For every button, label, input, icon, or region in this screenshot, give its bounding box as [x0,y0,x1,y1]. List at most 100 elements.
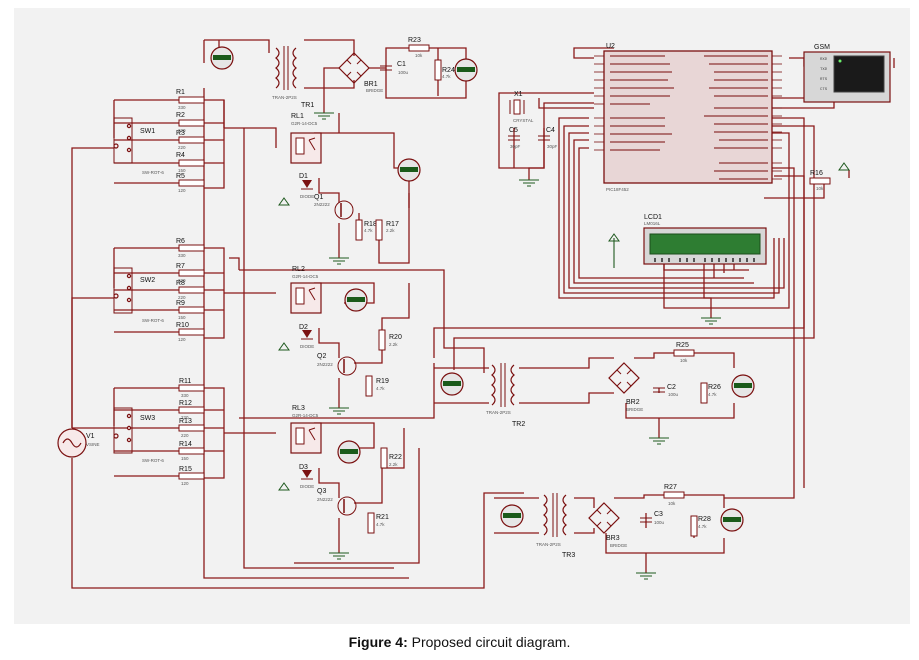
r4-label: R4 [176,152,185,159]
r21-value: 4.7k [376,522,385,527]
r17-value: 2.2k [386,228,395,233]
r20-value: 2.2k [389,342,398,347]
c2-value: 100u [668,392,679,397]
voltmeter-1 [210,46,234,70]
c5-capacitor: C5 30pF [508,127,521,149]
x1-crystal: X1 CRYSTAL [509,91,534,123]
q2-part: 2N2222 [317,362,333,367]
d3-diode: D3 DIODE [299,464,314,489]
v1-part: VSINE [86,442,100,447]
q2-transistor: Q2 2N2222 [317,353,357,376]
br3-part: BRIDGE [610,543,627,548]
q2-label: Q2 [317,353,326,360]
sw3-label: SW3 [140,415,155,422]
v1-sine-source: V1 VSINE [57,428,100,458]
r4-value: 150 [178,168,186,173]
r26-value: 4.7k [708,392,717,397]
d3-label: D3 [299,464,308,471]
r15-value: 120 [181,481,189,486]
lcd1-label: LCD1 [644,214,662,221]
q1-transistor: Q1 2N2222 [314,194,354,220]
rl1-label: RL1 [291,113,304,120]
c5-label: C5 [509,127,518,134]
tr1-label: TR1 [301,102,314,109]
gsm-pin-rxd: RXD [820,58,828,62]
r13-label: R13 [179,418,192,425]
r9-label: R9 [176,300,185,307]
r14-label: R14 [179,441,192,448]
c3-label: C3 [654,511,663,518]
br3-label: BR3 [606,535,620,542]
c4-value: 30pF [547,144,558,149]
r25-value: 10k [680,358,688,363]
br2-bridge-rectifier: BR2 BRIDGE [608,362,643,412]
r21-label: R21 [376,514,389,521]
r25-resistor: R25 10k [673,342,695,363]
r1-value: 330 [178,105,186,110]
q1-part: 2N2222 [314,202,330,207]
r6-label: R6 [176,238,185,245]
r27-resistor: R27 10k [663,484,685,506]
u2-part: PIC18F452 [606,187,629,192]
voltmeter-8 [500,504,524,528]
c3-value: 100u [654,520,665,525]
br1-bridge-rectifier: BR1 BRIDGE [338,52,383,93]
r2-label: R2 [176,112,185,119]
u2-label: U2 [606,43,615,50]
rl2-part: G2R-14-DC5 [292,274,319,279]
br1-label: BR1 [364,81,378,88]
r3-value: 220 [178,145,186,150]
rl3-part: G2R-14-DC5 [292,413,319,418]
q1-label: Q1 [314,194,323,201]
tr3-transformer: TRAN-2P2S TR3 [536,493,575,559]
voltmeter-4 [344,288,368,312]
q3-part: 2N2222 [317,497,333,502]
d2-diode: D2 DIODE [299,324,314,349]
br2-part: BRIDGE [626,407,643,412]
schematic-canvas: V1 VSINE SW1 SW-ROT-6 SW2 SW-ROT-6 SW3 S… [14,8,910,624]
r24-resistor: R24 4.7k [434,59,455,81]
voltmeter-9 [720,508,744,532]
voltmeter-7 [731,374,755,398]
q3-transistor: Q3 2N2222 [317,488,357,516]
figure-caption: Figure 4: Proposed circuit diagram. [0,634,919,650]
d2-part: DIODE [300,344,314,349]
d2-label: D2 [299,324,308,331]
gsm-pin-rts: RTS [820,78,828,82]
r23-value: 10k [415,53,423,58]
r8-value: 220 [178,295,186,300]
lcd1-display: LCD1 LM016L [643,214,767,265]
br2-label: BR2 [626,399,640,406]
c5-value: 30pF [510,144,521,149]
br3-bridge-rectifier: BR3 BRIDGE [588,502,627,548]
sw3-rotary-switch: SW3 SW-ROT-6 [113,407,164,463]
r1-label: R1 [176,89,185,96]
tr3-label: TR3 [562,552,575,559]
resistor-bank-1: R1 330 R2 220 R3 220 R4 150 R5 120 [176,89,205,193]
r11-label: R11 [179,378,191,385]
gsm-label: GSM [814,44,830,51]
sw3-part: SW-ROT-6 [142,458,164,463]
r19-value: 4.7k [376,386,385,391]
d1-part: DIODE [300,194,314,199]
c1-value: 100u [398,70,409,75]
caption-text: Proposed circuit diagram. [411,634,571,650]
r19-label: R19 [376,378,389,385]
tr1-part: TRAN-2P2S [272,95,297,100]
sw1-rotary-switch: SW1 SW-ROT-6 [113,117,164,175]
sw1-label: SW1 [140,128,155,135]
r9-value: 150 [178,315,186,320]
r7-label: R7 [176,263,185,270]
r23-label: R23 [408,37,421,44]
r10-label: R10 [176,322,189,329]
ground-symbols [278,112,721,580]
sw2-part: SW-ROT-6 [142,318,164,323]
r20-label: R20 [389,334,402,341]
u2-microcontroller: U2 PIC18F452 [594,43,782,192]
r22-label: R22 [389,454,402,461]
r16-value: 10k [816,186,824,191]
tr2-transformer: TRAN-2P2S TR2 [486,363,525,428]
rl1-part: G2R-14-DC5 [291,121,318,126]
r18-value: 4.7k [364,228,373,233]
sw2-rotary-switch: SW2 SW-ROT-6 [113,267,164,323]
